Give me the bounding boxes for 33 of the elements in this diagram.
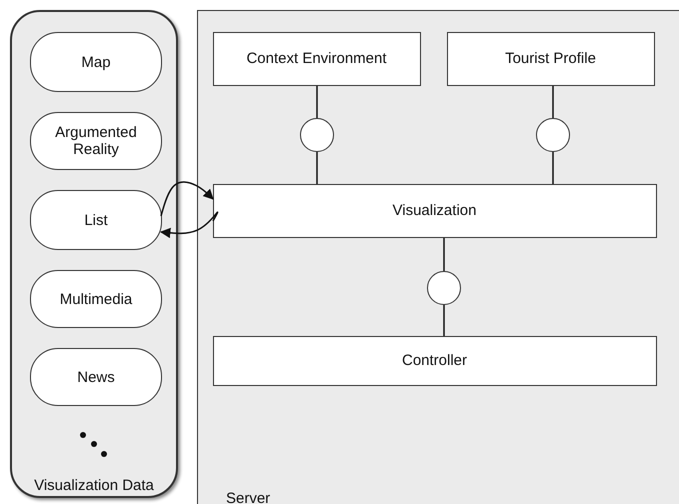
arrow (160, 181, 214, 216)
connector-line (443, 238, 445, 271)
group-title: Server (226, 490, 270, 504)
interface-circle (426, 270, 460, 304)
group-title: Visualization Data (33, 477, 155, 494)
node-label: List (83, 212, 109, 228)
connector-line (443, 305, 445, 336)
node-label: Tourist Profile (504, 50, 597, 67)
node-label: Map (80, 54, 112, 70)
rounded-box (30, 190, 162, 250)
interface-circle (300, 118, 334, 152)
component-box (212, 184, 656, 238)
node-label: News (76, 368, 116, 386)
rounded-box (30, 112, 162, 170)
rounded-box (30, 348, 162, 406)
node-label: Multimedia (58, 290, 134, 308)
connector-line (552, 152, 554, 184)
node-label: Visualization (392, 202, 478, 219)
connector-line (552, 86, 554, 118)
component-box (446, 32, 654, 86)
rounded-box (30, 270, 162, 328)
group-panel (197, 10, 679, 504)
node-label: Context Environment (245, 50, 388, 67)
component-box (212, 336, 656, 386)
node-label: Controller (400, 352, 468, 369)
connector-line (316, 86, 318, 118)
interface-circle (536, 118, 570, 152)
component-box (212, 32, 420, 86)
arrow (160, 212, 218, 238)
group-panel (10, 10, 178, 498)
node-label: Argumented Reality (54, 124, 138, 158)
rounded-box (30, 32, 162, 92)
connector-line (316, 152, 318, 184)
